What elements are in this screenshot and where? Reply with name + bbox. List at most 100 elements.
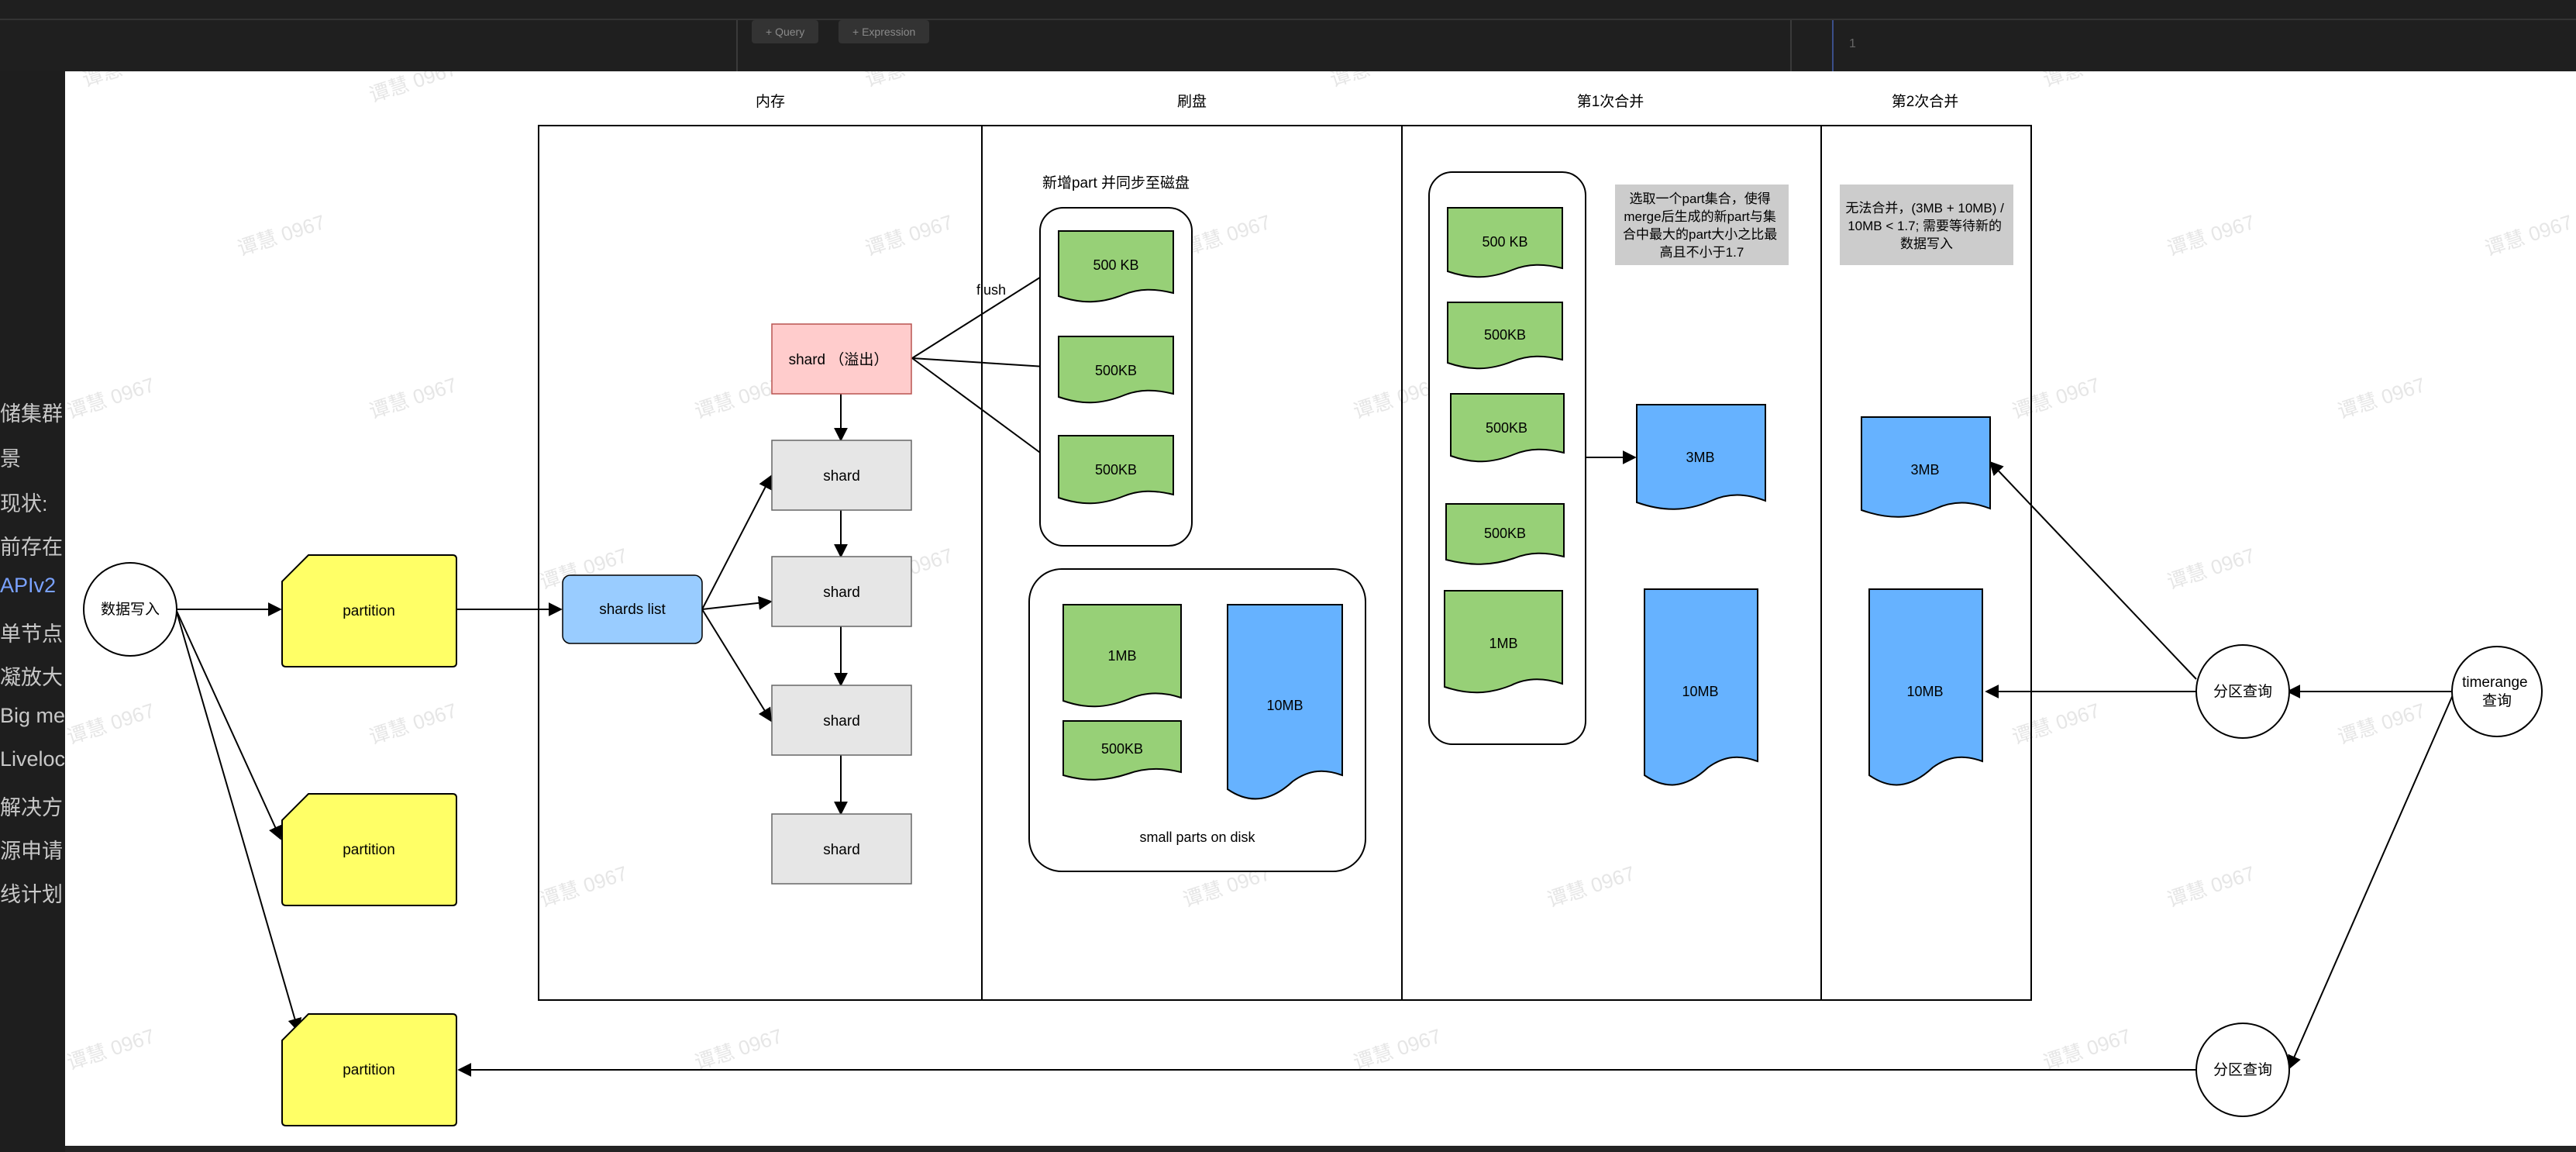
edge-query-to-3mb: [1989, 460, 2197, 680]
toolbar-separator: [736, 20, 738, 71]
edge-list-to-shard2: [701, 595, 773, 610]
part-document: [1861, 416, 1991, 518]
part-label: 3MB: [1686, 450, 1714, 465]
edge-write-to-partition2: [175, 609, 282, 840]
write-node-label: 数据写入: [101, 601, 160, 618]
watermark: 谭慧 0967: [80, 71, 174, 91]
part-document: [1447, 302, 1563, 370]
add-query-button[interactable]: + Query: [752, 20, 819, 43]
shard-overflow-label: shard （溢出）: [789, 351, 889, 368]
shards-list-label: shards list: [599, 602, 666, 618]
part-document: [1062, 720, 1182, 781]
shard-node: [771, 556, 912, 627]
toolbar-marker: 1: [1849, 37, 1856, 50]
watermark: 谭慧 0967: [2009, 698, 2103, 749]
shard-label: shard: [823, 585, 860, 601]
part-document-large: [1644, 588, 1758, 786]
part-label: 500KB: [1486, 420, 1527, 436]
partition-node: [281, 1013, 457, 1126]
part-document: [1058, 435, 1174, 505]
timerange-query-node: [2451, 646, 2543, 737]
watermark: 谭慧 0967: [367, 373, 460, 423]
toolbar-divider: [0, 19, 2576, 20]
shards-list-node: [562, 574, 703, 644]
diagram-canvas: 谭慧 0967 谭慧 0967 谭慧 0967 谭慧 0967 谭慧 0967 …: [65, 71, 2576, 1146]
watermark: 谭慧 0967: [235, 210, 329, 260]
disk-group-label: small parts on disk: [1139, 830, 1255, 845]
part-document: [1058, 230, 1174, 303]
doc-fragment: 储集群: [0, 402, 63, 426]
watermark: 谭慧 0967: [1351, 1024, 1445, 1074]
partition-query-node: [2195, 1023, 2290, 1117]
merge1-note: [1615, 185, 1789, 265]
part-label: 10MB: [1266, 698, 1303, 713]
watermark: 谭慧 0967: [65, 373, 157, 423]
toolbar-separator-accent: [1832, 20, 1834, 71]
partition-label: partition: [343, 1062, 395, 1078]
doc-fragment: 线计划: [0, 883, 63, 906]
shard-label: shard: [823, 468, 860, 485]
add-expression-button[interactable]: + Expression: [839, 20, 930, 43]
watermark: 谭慧 0967: [1328, 71, 1421, 91]
partition-node: [281, 554, 457, 667]
background-document: 储集群 景 现状: 前存在 APIv2 单节点 凝放大 Big me Livel…: [0, 71, 65, 1152]
part-label: 3MB: [1910, 462, 1939, 478]
column-header-merge2: 第2次合并: [1892, 93, 1959, 110]
flush-edge-label: flush: [976, 282, 1006, 298]
doc-fragment: 景: [0, 447, 21, 471]
watermark: 谭慧 0967: [367, 698, 460, 749]
edge-list-to-shard3: [701, 609, 772, 723]
part-document: [1447, 207, 1563, 278]
shard-overflow-node: [771, 323, 912, 395]
shard-node: [771, 440, 912, 511]
edge-time-to-query2: [2288, 691, 2455, 1070]
edge-flush-2: [911, 357, 1059, 374]
watermark: 谭慧 0967: [1180, 210, 1274, 260]
watermark: 谭慧 0967: [2040, 1024, 2134, 1074]
part-label: 500 KB: [1482, 234, 1527, 250]
doc-link-fragment[interactable]: APIv2: [0, 574, 57, 597]
column-header-merge1: 第1次合并: [1577, 93, 1644, 110]
doc-fragment: 源申请: [0, 840, 63, 863]
part-document: [1058, 336, 1174, 404]
swimlane-frame: [538, 125, 2032, 1001]
editor-toolbar: + Query + Expression 1: [0, 0, 2576, 71]
doc-fragment: 解决方: [0, 796, 63, 819]
watermark: 谭慧 0967: [2335, 698, 2429, 749]
merge2-note-text: 无法合并，(3MB + 10MB) / 10MB < 1.7; 需要等待新的 数…: [1845, 201, 2007, 251]
part-document: [1444, 590, 1563, 694]
partition-query-label: 分区查询: [2213, 1061, 2272, 1078]
doc-fragment: 现状:: [0, 492, 48, 516]
edges: [175, 266, 2455, 1077]
merge2-note: [1840, 185, 2013, 265]
edge-list-to-shard1: [701, 474, 772, 610]
part-document: [1062, 604, 1182, 708]
watermark: 谭慧 0967: [2009, 373, 2103, 423]
part-label: 500KB: [1484, 526, 1526, 541]
part-label: 10MB: [1682, 684, 1718, 699]
watermark: 谭慧 0967: [692, 373, 786, 423]
partition-query-node: [2195, 644, 2290, 739]
doc-fragment: Liveloc: [0, 747, 66, 771]
partition-label: partition: [343, 842, 395, 858]
column-header-memory: 内存: [756, 93, 785, 110]
part-label: 1MB: [1107, 648, 1136, 664]
watermark: 谭慧 0967: [1545, 861, 1638, 912]
shard-label: shard: [823, 713, 860, 729]
part-label: 500KB: [1095, 462, 1137, 478]
part-label: 10MB: [1906, 684, 1943, 699]
column-header-flush: 刷盘: [1177, 93, 1207, 110]
partition-query-label: 分区查询: [2213, 683, 2272, 700]
watermark: 谭慧 0967: [65, 1024, 157, 1074]
toolbar-separator: [1790, 20, 1792, 71]
doc-fragment: Big me: [0, 704, 66, 727]
watermark: 谭慧 0967: [537, 861, 631, 912]
flush-title: 新增part 并同步至磁盘: [1042, 174, 1190, 191]
write-node: [83, 562, 177, 657]
doc-fragment: 凝放大: [0, 666, 63, 689]
shard-label: shard: [823, 842, 860, 858]
edge-write-to-partition3: [175, 609, 302, 1033]
part-label: 1MB: [1489, 636, 1517, 651]
shard-node: [771, 685, 912, 756]
part-document: [1450, 393, 1565, 463]
